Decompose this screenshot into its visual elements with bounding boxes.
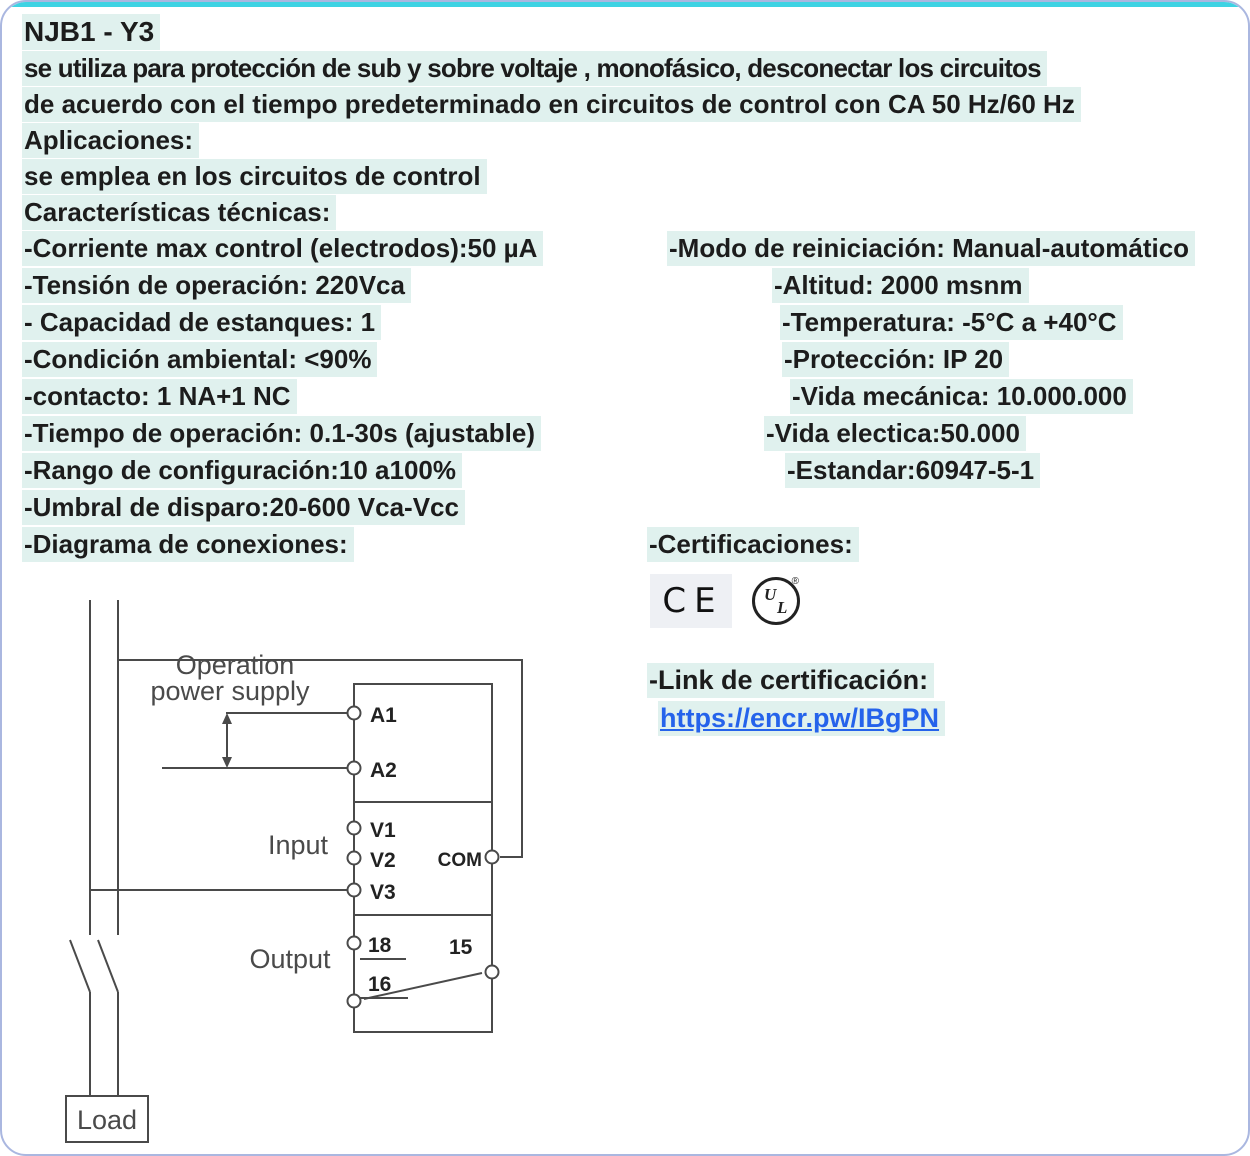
terminal-a1-circle — [346, 705, 362, 721]
product-title: NJB1 - Y3 — [22, 14, 161, 50]
spec-left: -Corriente max control (electrodos):50 µ… — [22, 231, 544, 266]
terminal-v2-label: V2 — [370, 849, 396, 872]
input-label: Input — [268, 830, 329, 860]
page-title-line: NJB1 - Y3 — [22, 14, 1234, 50]
switch-blade-1 — [69, 939, 91, 993]
spec-right: -Estandar:60947-5-1 — [785, 453, 1041, 488]
spec-left: -Umbral de disparo:20-600 Vca-Vcc — [22, 490, 465, 525]
applications-label: Aplicaciones: — [22, 123, 200, 158]
switch-blade-2 — [97, 939, 119, 993]
voltage-arrow — [222, 713, 232, 768]
terminal-a2-label: A2 — [370, 759, 397, 782]
terminal-v2-circle — [346, 850, 362, 866]
spec-left: - Capacidad de estanques: 1 — [22, 305, 382, 340]
certification-link[interactable]: https://encr.pw/IBgPN — [660, 703, 940, 733]
output-label: Output — [249, 944, 331, 974]
terminal-v1-label: V1 — [370, 819, 396, 842]
spec-right: -Vida electica:50.000 — [764, 416, 1026, 451]
spec-row: - Capacidad de estanques: 1 -Temperatura… — [22, 304, 1234, 341]
applications-text: se emplea en los circuitos de control — [22, 159, 487, 194]
spec-right: -Modo de reiniciación: Manual-automático — [667, 231, 1196, 266]
cert-link-line: https://encr.pw/IBgPN — [658, 700, 946, 736]
spec-left: -contacto: 1 NA+1 NC — [22, 379, 297, 414]
ul-mark-icon: U L ® — [752, 576, 800, 625]
spec-left: -Tiempo de operación: 0.1-30s (ajustable… — [22, 416, 541, 451]
spec-left: -Condición ambiental: <90% — [22, 342, 378, 377]
operation-supply-label-1: Operation — [176, 650, 295, 680]
terminal-16-label: 16 — [368, 973, 391, 996]
cert-link-label-line: -Link de certificación: — [647, 662, 935, 698]
spec-right: -Vida mecánica: 10.000.000 — [790, 379, 1133, 414]
characteristics-label: Características técnicas: — [22, 195, 337, 230]
terminal-v3-circle — [346, 882, 362, 898]
output-contact-blade — [363, 972, 483, 1000]
supply-line-2 — [97, 600, 119, 1096]
ce-mark-icon: CE — [650, 574, 732, 628]
spec-right: -Altitud: 2000 msnm — [772, 268, 1029, 303]
terminal-18-circle — [346, 935, 362, 951]
certifications-label: -Certificaciones: — [647, 527, 859, 562]
spec-row: -Corriente max control (electrodos):50 µ… — [22, 230, 1234, 267]
characteristics-label-line: Características técnicas: — [22, 194, 1234, 230]
section-labels-row: -Diagrama de conexiones: -Certificacione… — [22, 526, 1234, 563]
description-line-1: se utiliza para protección de sub y sobr… — [22, 50, 1234, 86]
wires — [90, 659, 523, 891]
spec-row: -Condición ambiental: <90% -Protección: … — [22, 341, 1234, 378]
description-line-2: de acuerdo con el tiempo predeterminado … — [22, 86, 1234, 122]
wire-top-to-com — [118, 659, 523, 858]
certification-badges: CE U L ® — [650, 574, 800, 628]
terminals — [346, 705, 500, 1009]
spec-row: -Umbral de disparo:20-600 Vca-Vcc — [22, 489, 1234, 526]
operation-supply-label-2: power supply — [150, 676, 310, 706]
terminal-18-label: 18 — [368, 934, 392, 957]
terminal-com-circle — [484, 849, 500, 865]
spec-right: -Protección: IP 20 — [782, 342, 1010, 377]
top-accent-bar — [2, 2, 1248, 7]
applications-text-line: se emplea en los circuitos de control — [22, 158, 1234, 194]
spec-row: -Tiempo de operación: 0.1-30s (ajustable… — [22, 415, 1234, 452]
load-box: Load — [65, 1095, 149, 1143]
spec-row: -Rango de configuración:10 a100% -Estand… — [22, 452, 1234, 489]
spec-row: -Tensión de operación: 220Vca -Altitud: … — [22, 267, 1234, 304]
relay-body — [353, 683, 493, 1033]
diagram-section-label: -Diagrama de conexiones: — [22, 527, 354, 562]
supply-line-1 — [69, 600, 91, 1096]
load-label: Load — [77, 1105, 137, 1135]
spec-right: -Temperatura: -5°C a +40°C — [780, 305, 1123, 340]
terminal-15-circle — [484, 964, 500, 980]
terminal-v3-label: V3 — [370, 881, 396, 904]
text-content: NJB1 - Y3 se utiliza para protección de … — [22, 14, 1234, 563]
terminal-v1-circle — [346, 820, 362, 836]
terminal-a1-label: A1 — [370, 704, 397, 727]
terminal-16-circle — [346, 993, 362, 1009]
terminal-com-label: COM — [438, 850, 482, 871]
registered-symbol: ® — [791, 576, 799, 587]
terminal-15-label: 15 — [449, 936, 473, 959]
spec-left: -Rango de configuración:10 a100% — [22, 453, 462, 488]
spec-left: -Tensión de operación: 220Vca — [22, 268, 411, 303]
applications-label-line: Aplicaciones: — [22, 122, 1234, 158]
cert-link-label: -Link de certificación: — [647, 663, 935, 698]
spec-row: -contacto: 1 NA+1 NC -Vida mecánica: 10.… — [22, 378, 1234, 415]
terminal-a2-circle — [346, 760, 362, 776]
